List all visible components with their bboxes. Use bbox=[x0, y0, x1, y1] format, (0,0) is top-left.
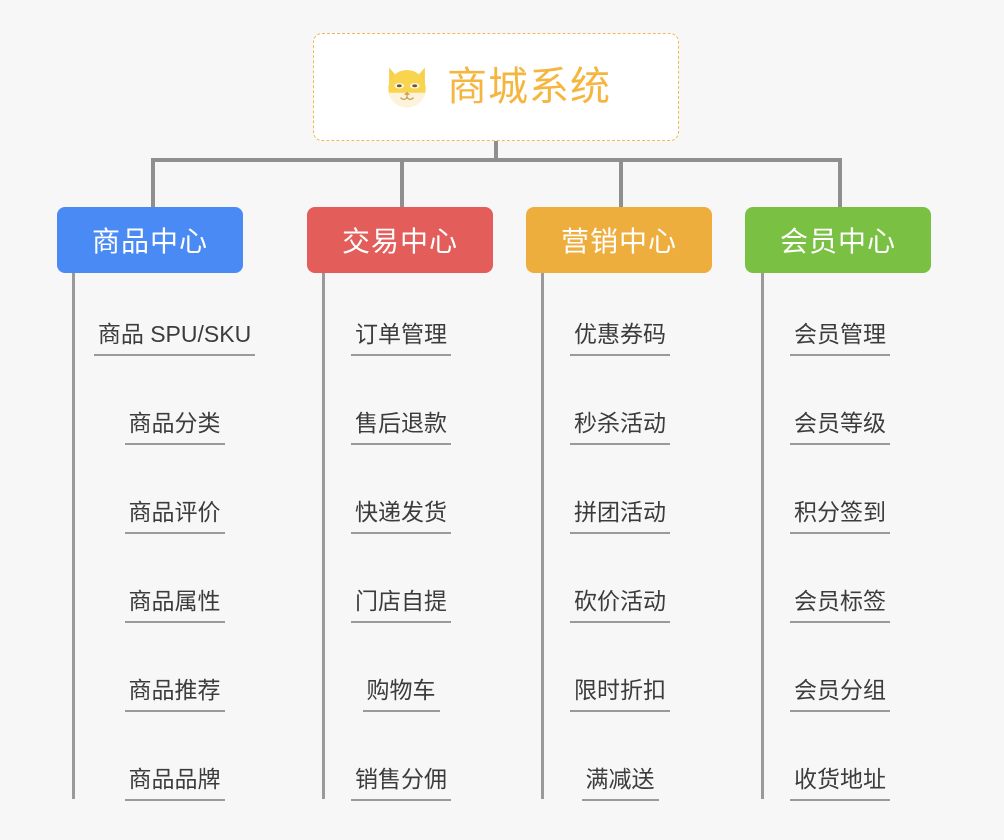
leaf-item-label: 商品 SPU/SKU bbox=[93, 321, 256, 356]
connector-drop-trade-center bbox=[400, 160, 404, 208]
leaf-item-label: 门店自提 bbox=[351, 588, 451, 623]
shiba-dog-icon bbox=[388, 67, 426, 108]
leaf-item[interactable]: 会员管理 bbox=[761, 273, 919, 362]
leaf-spine-member-center bbox=[761, 273, 764, 799]
leaf-column-marketing-center: 优惠券码秒杀活动拼团活动砍价活动限时折扣满减送 bbox=[541, 273, 699, 807]
leaf-item-label: 商品属性 bbox=[124, 588, 225, 623]
leaf-item-label: 会员标签 bbox=[790, 588, 890, 623]
leaf-item-label: 收货地址 bbox=[790, 766, 890, 801]
leaf-item[interactable]: 秒杀活动 bbox=[541, 362, 699, 451]
leaf-item-label: 购物车 bbox=[362, 677, 440, 712]
leaf-item[interactable]: 拼团活动 bbox=[541, 451, 699, 540]
leaf-item[interactable]: 销售分佣 bbox=[322, 718, 480, 807]
category-label: 交易中心 bbox=[341, 226, 458, 257]
leaf-item[interactable]: 门店自提 bbox=[322, 540, 480, 629]
leaf-column-product-center: 商品 SPU/SKU 商品分类商品评价商品属性商品推荐商品品牌 bbox=[72, 273, 277, 807]
leaf-item-label: 销售分佣 bbox=[351, 766, 451, 801]
leaf-item[interactable]: 订单管理 bbox=[322, 273, 480, 362]
leaf-item[interactable]: 售后退款 bbox=[322, 362, 480, 451]
leaf-item[interactable]: 商品推荐 bbox=[72, 629, 277, 718]
leaf-item-label: 砍价活动 bbox=[570, 588, 670, 623]
connector-drop-member-center bbox=[838, 160, 842, 208]
leaf-column-trade-center: 订单管理售后退款快递发货门店自提购物车销售分佣 bbox=[322, 273, 480, 807]
leaf-item-label: 限时折扣 bbox=[570, 677, 670, 712]
leaf-item[interactable]: 购物车 bbox=[322, 629, 480, 718]
root-title: 商城系统 bbox=[447, 65, 611, 109]
leaf-item[interactable]: 商品分类 bbox=[72, 362, 277, 451]
leaf-spine-marketing-center bbox=[541, 273, 544, 799]
leaf-item-label: 积分签到 bbox=[790, 499, 890, 534]
leaf-item[interactable]: 满减送 bbox=[541, 718, 699, 807]
leaf-item-label: 满减送 bbox=[581, 766, 659, 801]
leaf-item-label: 秒杀活动 bbox=[570, 410, 670, 445]
leaf-item[interactable]: 快递发货 bbox=[322, 451, 480, 540]
leaf-item-label: 商品分类 bbox=[124, 410, 225, 445]
leaf-item[interactable]: 限时折扣 bbox=[541, 629, 699, 718]
leaf-item-label: 商品推荐 bbox=[124, 677, 225, 712]
category-box-product-center[interactable]: 商品中心 bbox=[57, 207, 243, 273]
leaf-item[interactable]: 砍价活动 bbox=[541, 540, 699, 629]
category-label: 会员中心 bbox=[779, 226, 896, 257]
root-node-mall-system[interactable]: 商城系统 bbox=[313, 33, 679, 141]
connector-root-stem bbox=[494, 141, 498, 162]
leaf-item[interactable]: 商品品牌 bbox=[72, 718, 277, 807]
leaf-spine-product-center bbox=[72, 273, 75, 799]
leaf-spine-trade-center bbox=[322, 273, 325, 799]
leaf-item-label: 商品评价 bbox=[124, 499, 225, 534]
leaf-item[interactable]: 积分签到 bbox=[761, 451, 919, 540]
category-box-member-center[interactable]: 会员中心 bbox=[745, 207, 931, 273]
leaf-item-label: 会员分组 bbox=[790, 677, 890, 712]
leaf-item[interactable]: 商品 SPU/SKU bbox=[72, 273, 277, 362]
leaf-item-label: 售后退款 bbox=[351, 410, 451, 445]
connector-drop-marketing-center bbox=[619, 160, 623, 208]
leaf-item-label: 商品品牌 bbox=[124, 766, 225, 801]
category-box-trade-center[interactable]: 交易中心 bbox=[307, 207, 493, 273]
connector-horizontal-bus bbox=[151, 158, 842, 162]
leaf-item[interactable]: 商品评价 bbox=[72, 451, 277, 540]
leaf-item-label: 订单管理 bbox=[351, 321, 451, 356]
category-label: 商品中心 bbox=[91, 226, 208, 257]
leaf-item[interactable]: 商品属性 bbox=[72, 540, 277, 629]
leaf-item-label: 快递发货 bbox=[351, 499, 451, 534]
leaf-item[interactable]: 会员标签 bbox=[761, 540, 919, 629]
connector-drop-product-center bbox=[151, 160, 155, 208]
leaf-item[interactable]: 会员分组 bbox=[761, 629, 919, 718]
leaf-item-label: 会员管理 bbox=[790, 321, 890, 356]
leaf-column-member-center: 会员管理会员等级积分签到会员标签会员分组收货地址 bbox=[761, 273, 919, 807]
leaf-item[interactable]: 优惠券码 bbox=[541, 273, 699, 362]
leaf-item[interactable]: 收货地址 bbox=[761, 718, 919, 807]
leaf-item-label: 优惠券码 bbox=[570, 321, 670, 356]
category-label: 营销中心 bbox=[560, 226, 677, 257]
leaf-item-label: 会员等级 bbox=[790, 410, 890, 445]
leaf-item[interactable]: 会员等级 bbox=[761, 362, 919, 451]
category-box-marketing-center[interactable]: 营销中心 bbox=[526, 207, 712, 273]
leaf-item-label: 拼团活动 bbox=[570, 499, 670, 534]
